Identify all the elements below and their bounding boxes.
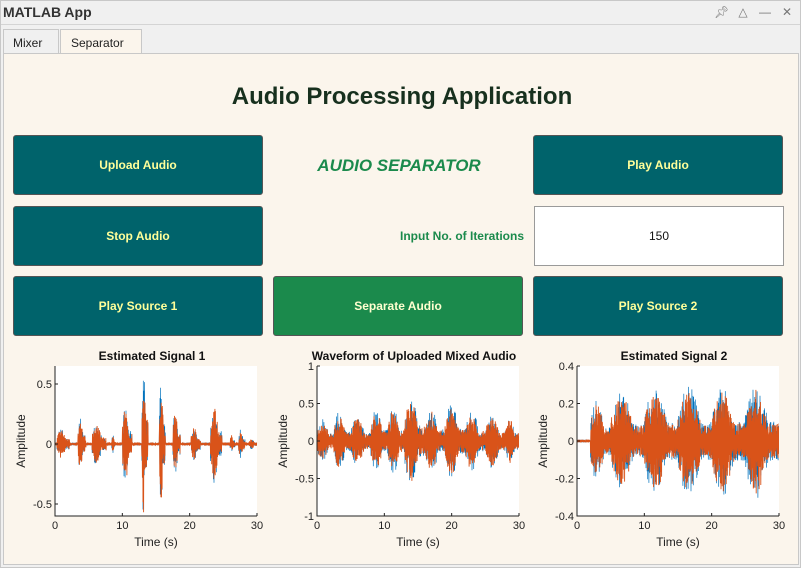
x-tick-label: 0: [314, 520, 320, 532]
tab-bar: Mixer Separator: [3, 29, 799, 54]
stop-audio-button[interactable]: Stop Audio: [13, 206, 263, 266]
x-axis-label: Time (s): [134, 535, 178, 549]
waveform-line: [317, 403, 519, 481]
play-source-1-button[interactable]: Play Source 1: [13, 276, 263, 336]
separator-panel: Audio Processing Application Upload Audi…: [3, 53, 799, 565]
x-axis-label: Time (s): [656, 535, 700, 549]
y-tick-label: -0.5: [295, 474, 314, 486]
x-tick-label: 0: [574, 520, 580, 532]
waveform-line: [55, 400, 257, 513]
y-tick-label: 0: [568, 436, 574, 448]
y-axis-label: Amplitude: [536, 414, 550, 468]
x-tick-label: 30: [773, 520, 785, 532]
title-bar: MATLAB App 📌︎ △ — ✕: [1, 1, 800, 25]
x-tick-label: 10: [378, 520, 390, 532]
x-axis-label: Time (s): [396, 535, 440, 549]
chart-title: Estimated Signal 2: [621, 349, 728, 363]
iterations-label: Input No. of Iterations: [400, 229, 524, 243]
section-subtitle: AUDIO SEPARATOR: [317, 156, 481, 175]
separate-audio-button[interactable]: Separate Audio: [273, 276, 523, 336]
y-tick-label: 0.2: [559, 399, 574, 411]
plot-estimated-signal-2[interactable]: Estimated Signal 2 0 10 20 30 -0.4 -0.2 0 0.2 0.4…: [526, 344, 788, 567]
y-tick-label: -0.2: [555, 474, 574, 486]
chart-title: Estimated Signal 1: [99, 349, 206, 363]
x-tick-label: 0: [52, 520, 58, 532]
x-tick-label: 10: [116, 520, 128, 532]
x-tick-label: 20: [184, 520, 196, 532]
y-tick-label: 0: [308, 436, 314, 448]
close-icon[interactable]: ✕: [781, 5, 793, 19]
minimize-icon[interactable]: —: [759, 5, 771, 19]
iterations-field[interactable]: 150: [534, 206, 784, 266]
y-tick-label: 0: [46, 439, 52, 451]
maximize-icon[interactable]: △: [738, 5, 748, 19]
y-axis-label: Amplitude: [276, 414, 290, 468]
y-tick-label: -0.5: [33, 499, 52, 511]
window-controls: 📌︎ △ — ✕: [714, 4, 794, 20]
chart-svg: Estimated Signal 2 0 10 20 30 -0.4 -0.2 0 0.2 0.4…: [536, 349, 785, 549]
plot-area: [55, 366, 257, 516]
play-audio-button[interactable]: Play Audio: [533, 135, 783, 195]
tab-mixer[interactable]: Mixer: [3, 29, 59, 54]
x-tick-label: 30: [251, 520, 263, 532]
tab-separator[interactable]: Separator: [60, 29, 142, 54]
window-title: MATLAB App: [3, 4, 92, 20]
x-tick-label: 20: [706, 520, 718, 532]
x-tick-label: 10: [638, 520, 650, 532]
y-tick-label: 0.5: [37, 379, 52, 391]
upload-audio-button[interactable]: Upload Audio: [13, 135, 263, 195]
x-tick-label: 20: [446, 520, 458, 532]
pin-icon[interactable]: 📌︎: [714, 5, 730, 19]
y-tick-label: -1: [304, 511, 314, 523]
y-tick-label: 1: [308, 361, 314, 373]
y-tick-label: -0.4: [555, 511, 574, 523]
y-tick-label: 0.4: [559, 361, 574, 373]
x-tick-label: 30: [513, 520, 525, 532]
play-source-2-button[interactable]: Play Source 2: [533, 276, 783, 336]
waveform-line: [577, 389, 779, 494]
y-axis-label: Amplitude: [14, 414, 28, 468]
chart-title: Waveform of Uploaded Mixed Audio: [312, 349, 516, 363]
page-title: Audio Processing Application: [231, 83, 573, 110]
y-tick-label: 0.5: [299, 399, 314, 411]
